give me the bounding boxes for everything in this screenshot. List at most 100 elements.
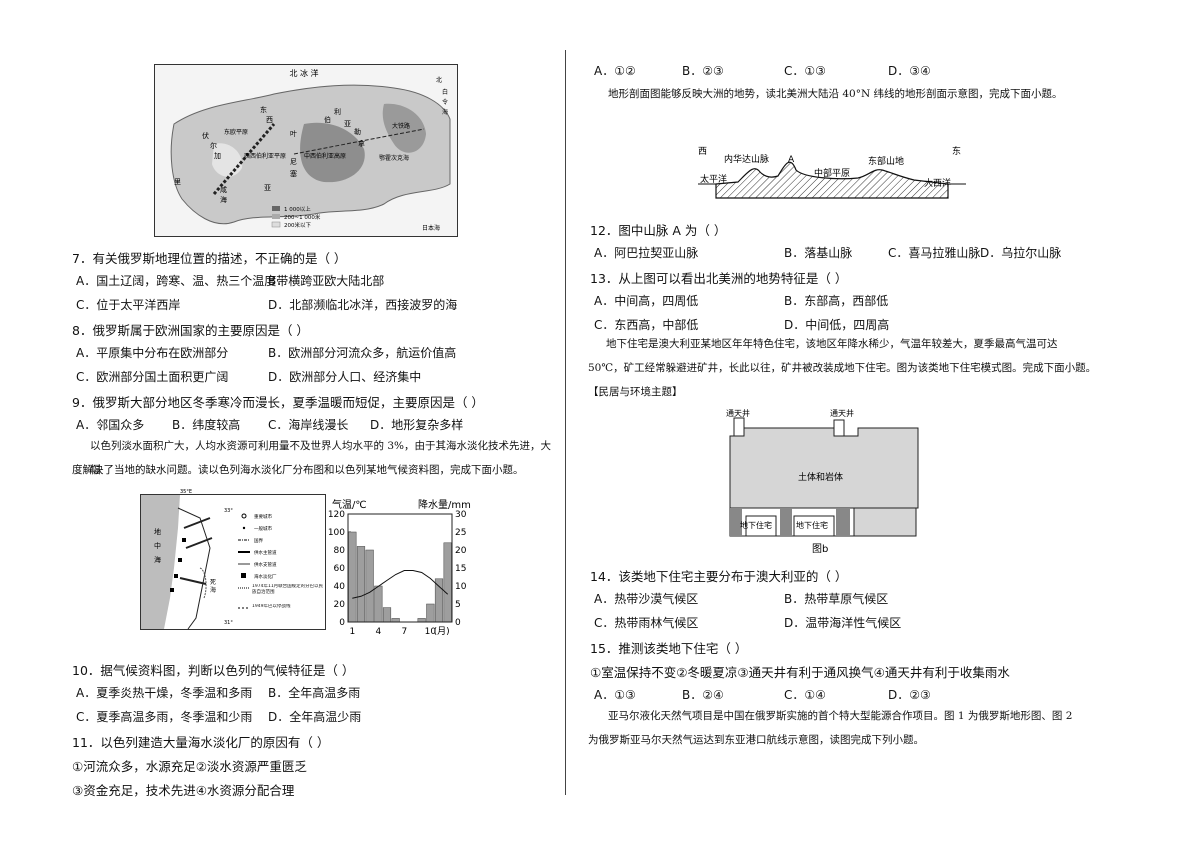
house-intro-line2: 50℃，矿工经常躲避进矿井，长此以往，矿井被改装成地下住宅。图为该类地下住宅模式…	[588, 362, 1097, 374]
home1-label: 地下住宅	[740, 520, 772, 530]
legend-swatch	[272, 214, 280, 219]
major-city-icon	[241, 513, 247, 519]
shaft2-label: 通天井	[830, 408, 854, 418]
q9-option-c[interactable]: C．海岸线漫长	[268, 418, 349, 432]
q7-option-c[interactable]: C．位于太平洋西岸	[76, 298, 181, 312]
q13-stem: 13．从上图可以看出北美洲的地势特征是（ ）	[590, 271, 848, 286]
q12-option-b[interactable]: B．落基山脉	[784, 246, 853, 260]
q14-option-a[interactable]: A．热带沙漠气候区	[594, 592, 699, 606]
q11-option-c[interactable]: C．①③	[784, 64, 826, 78]
map-label: 伏	[202, 131, 209, 140]
minor-city-icon	[242, 526, 246, 530]
q10-option-a[interactable]: A．夏季炎热干燥，冬季温和多雨	[76, 686, 253, 700]
map-label: 西西伯利亚平原	[244, 152, 286, 160]
map-label: 里	[174, 178, 181, 186]
x-tick-label: (月)	[434, 626, 450, 637]
q10-option-b[interactable]: B．全年高温多雨	[268, 686, 361, 700]
rock-label: 土体和岩体	[798, 471, 843, 483]
legend-swatch	[271, 221, 281, 228]
q13-option-d[interactable]: D．中间低，四周高	[784, 318, 890, 332]
q15-option-d[interactable]: D．②③	[888, 688, 931, 702]
x-tick-label: 4	[375, 627, 381, 637]
q15-option-c[interactable]: C．①④	[784, 688, 826, 702]
q8-option-b[interactable]: B．欧洲部分河流众多，航运价值高	[268, 346, 457, 360]
figure-caption: 图b	[812, 543, 828, 555]
gas-intro-line2: 为俄罗斯亚马尔天然气运达到东亚港口航线示意图，读图完成下列小题。	[588, 734, 924, 746]
q13-option-a[interactable]: A．中间高，四周低	[594, 294, 699, 308]
profile-intro: 地形剖面图能够反映大洲的地势，读北美洲大陆沿 40°N 纬线的地形剖面示意图，完…	[608, 88, 1063, 100]
y2-tick-label: 5	[455, 600, 461, 610]
home2-label: 地下住宅	[796, 520, 828, 530]
plant-marker	[182, 538, 186, 542]
y-tick-label: 120	[328, 510, 345, 520]
map-label: 日本海	[422, 224, 440, 232]
q8-option-d[interactable]: D．欧洲部分人口、经济集中	[268, 370, 422, 384]
israel-intro-line2: 度解决了当地的缺水问题。读以色列海水淡化厂分布图和以色列某地气候资料图，完成下面…	[72, 464, 524, 476]
q9-option-a[interactable]: A．邻国众多	[76, 418, 145, 432]
precipitation-bar	[348, 531, 357, 623]
map-label: 拿	[358, 139, 365, 148]
map-label: 亚	[264, 184, 271, 192]
q14-option-d[interactable]: D．温带海洋性气候区	[784, 616, 902, 630]
q12-option-d[interactable]: D．乌拉尔山脉	[980, 246, 1062, 260]
legend-label: 1 000以上	[284, 205, 311, 213]
q7-option-d[interactable]: D．北部濒临北冰洋，西接波罗的海	[268, 298, 458, 312]
q7-option-b[interactable]: B．横跨亚欧大陆北部	[268, 274, 385, 288]
precipitation-bar	[356, 546, 366, 623]
plant-marker	[178, 558, 182, 562]
y-tick-label: 20	[334, 600, 346, 610]
map-label: 咸	[220, 185, 227, 194]
q15-option-b[interactable]: B．②④	[682, 688, 724, 702]
q7-option-a[interactable]: A．国土辽阔，跨寒、温、热三个温度带	[76, 274, 289, 288]
sea-label: 地	[154, 527, 161, 536]
q14-option-b[interactable]: B．热带草原气候区	[784, 592, 889, 606]
y2-tick-label: 30	[455, 510, 467, 520]
x-tick-label: 10	[425, 627, 437, 637]
map-label: 海	[220, 195, 227, 204]
legend-label: 200~1 000米	[284, 213, 321, 221]
legend-label: 一般城市	[254, 525, 272, 532]
sea-label: 中	[154, 541, 161, 550]
q14-option-c[interactable]: C．热带雨林气候区	[594, 616, 699, 630]
q8-option-a[interactable]: A．平原集中分布在欧洲部分	[76, 346, 229, 360]
q15-stem: 15．推测该类地下住宅（ ）	[590, 641, 748, 656]
q13-option-b[interactable]: B．东部高，西部低	[784, 294, 889, 308]
q9-option-d[interactable]: D．地形复杂多样	[370, 418, 464, 432]
q11-option-d[interactable]: D．③④	[888, 64, 931, 78]
q12-option-a[interactable]: A．阿巴拉契亚山脉	[594, 246, 699, 260]
map-label: 中西伯利亚高原	[304, 152, 346, 160]
q15-option-a[interactable]: A．①③	[594, 688, 636, 702]
q8-stem: 8．俄罗斯属于欧洲国家的主要原因是（ ）	[72, 323, 309, 338]
q10-option-c[interactable]: C．夏季高温多雨，冬季温和少雨	[76, 710, 253, 724]
q11-option-b[interactable]: B．②③	[682, 64, 724, 78]
pillar	[730, 508, 742, 536]
q8-option-c[interactable]: C．欧洲部分国土面积更广阔	[76, 370, 229, 384]
y-tick-label: 40	[334, 582, 346, 592]
y-tick-label: 100	[328, 528, 345, 538]
y-tick-label: 0	[339, 618, 345, 628]
q13-option-c[interactable]: C．东西高，中部低	[594, 318, 699, 332]
chart-ylabel-left: 气温/℃	[332, 498, 367, 511]
map-label: 鄂霍次克海	[379, 154, 409, 162]
q10-option-d[interactable]: D．全年高温少雨	[268, 710, 362, 724]
x-tick-label: 7	[401, 627, 407, 637]
q11-statement-2: ③资金充足，技术先进④水资源分配合理	[72, 783, 295, 798]
sea-label: 海	[154, 555, 161, 564]
y2-tick-label: 20	[455, 546, 467, 556]
legend-label: 供水支管道	[254, 561, 277, 568]
underground-house-diagram: 通天井 通天井 土体和岩体 地下住宅 地下住宅 图b	[726, 408, 919, 555]
longitude-label: 35°E	[180, 489, 192, 495]
shaft1-label: 通天井	[726, 408, 750, 418]
map-label: 白	[442, 88, 448, 96]
y2-tick-label: 10	[455, 582, 467, 592]
q9-option-b[interactable]: B．纬度较高	[172, 418, 241, 432]
pacific-label: 太平洋	[700, 173, 727, 185]
q12-option-c[interactable]: C．喜马拉雅山脉	[888, 246, 981, 260]
q9-stem: 9．俄罗斯大部分地区冬季寒冷而漫长，夏季温暖而短促，主要原因是（ ）	[72, 395, 484, 410]
map-label: 伯	[324, 115, 331, 124]
pillar	[836, 508, 850, 536]
q11-option-a[interactable]: A．①②	[594, 64, 636, 78]
latitude-label: 31°	[224, 620, 233, 626]
range-a-label: A	[788, 155, 795, 165]
map-label: 令	[442, 98, 448, 106]
